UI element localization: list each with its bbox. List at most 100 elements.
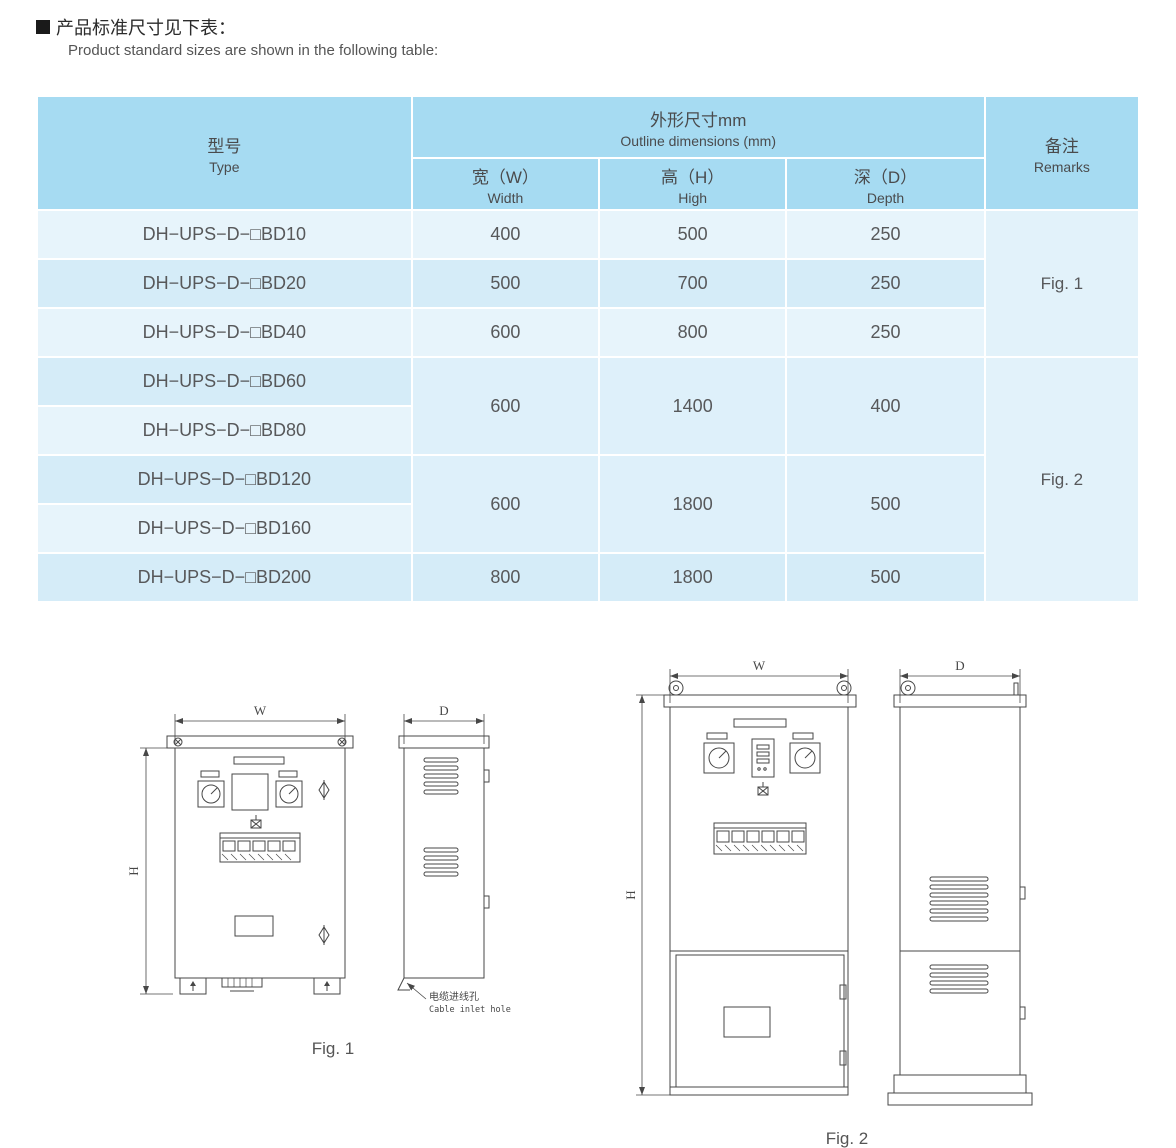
- fig2-door-hinge-bottom: [839, 1050, 847, 1066]
- fig2-dimension-w: W: [669, 658, 849, 703]
- fig2-side-body: [899, 706, 1021, 1076]
- fig1-center-panel: [231, 773, 269, 811]
- fig1-cable-label-zh: 电缆进线孔: [429, 990, 479, 1003]
- fig1-dim-h-label: H: [126, 866, 141, 875]
- header-outline-zh: 外形尺寸mm: [650, 110, 747, 130]
- fig1-dimension-w: W: [174, 703, 346, 744]
- fig2-indicator-symbol: [757, 782, 769, 796]
- fig1-dimension-d: D: [403, 703, 485, 744]
- type-cell: DH−UPS−D−□BD120: [36, 454, 413, 505]
- fig1-dim-w-label: W: [254, 703, 267, 718]
- fig2-lifting-eyes: [668, 680, 852, 696]
- fig2-dimension-d: D: [899, 658, 1021, 703]
- header-depth-zh: 深（D）: [853, 167, 918, 187]
- fig1-dimension-h: H: [126, 747, 173, 995]
- fig2-dim-w-label: W: [753, 658, 766, 673]
- width-cell: 500: [410, 258, 601, 309]
- depth-cell: 500: [785, 552, 986, 603]
- fig2-door-plate: [723, 1006, 771, 1038]
- fig1-drawing: W H: [126, 703, 511, 1015]
- width-cell: 600: [410, 307, 601, 358]
- fig1-cable-label-en: Cable inlet hole: [429, 1005, 511, 1015]
- fig2-side-lifting-eye: [900, 680, 1019, 696]
- high-cell: 1800: [598, 552, 788, 603]
- high-cell-merged: 1800: [598, 454, 788, 554]
- table-row: DH−UPS−D−□BD40 600 800 250: [36, 307, 1139, 358]
- fig1-left-meter-icon: [197, 770, 225, 808]
- page-subtitle: Product standard sizes are shown in the …: [68, 42, 439, 59]
- fig1-indicator-symbol: [250, 815, 262, 829]
- header-depth: 深（D） Depth: [785, 157, 986, 211]
- fig1-side-hinge-bottom: [483, 895, 490, 909]
- header-width: 宽（W） Width: [410, 157, 601, 211]
- square-bullet-icon: [36, 20, 50, 34]
- header-remarks-en: Remarks: [1033, 158, 1090, 175]
- fig2-dim-d-label: D: [955, 658, 964, 673]
- high-cell: 800: [598, 307, 788, 358]
- type-cell: DH−UPS−D−□BD160: [36, 503, 413, 554]
- type-cell: DH−UPS−D−□BD20: [36, 258, 413, 309]
- fig1-front-view: W H: [126, 703, 354, 995]
- fig2-side-flange: [893, 694, 1027, 708]
- width-cell-merged: 600: [410, 356, 601, 456]
- remarks-fig2-cell: Fig. 2: [983, 356, 1141, 603]
- fig2-front-base: [669, 1086, 849, 1096]
- fig1-top-vent-slot: [233, 756, 285, 765]
- fig2-right-meter-icon: [789, 732, 821, 774]
- fig1-side-louvres-top: [423, 757, 459, 795]
- fig1-side-hinge-top: [483, 769, 490, 783]
- fig2-top-flange: [663, 694, 857, 708]
- fig1-lower-plate: [234, 915, 274, 937]
- table-row: DH−UPS−D−□BD160: [36, 503, 1139, 554]
- high-cell-merged: 1400: [598, 356, 788, 456]
- type-cell: DH−UPS−D−□BD40: [36, 307, 413, 358]
- fig1-side-flange: [398, 735, 490, 749]
- table-row: DH−UPS−D−□BD200 800 1800 500: [36, 552, 1139, 603]
- header-remarks: 备注 Remarks: [983, 95, 1141, 211]
- table-header-row-1: 型号 Type 外形尺寸mm Outline dimensions (mm) 备…: [36, 95, 1141, 211]
- fig2-top-vent-slot: [733, 718, 787, 728]
- fig2-side-louvres-upper: [929, 876, 989, 922]
- fig1-cable-inlet-callout: 电缆进线孔 Cable inlet hole: [397, 977, 511, 1015]
- depth-cell-merged: 400: [785, 356, 986, 456]
- fig2-caption: Fig. 2: [825, 1129, 869, 1148]
- depth-cell-merged: 500: [785, 454, 986, 554]
- fig1-cabinet-body: [174, 747, 346, 979]
- depth-cell: 250: [785, 258, 986, 309]
- depth-cell: 250: [785, 209, 986, 260]
- fig2-side-plinth: [887, 1074, 1033, 1106]
- fig1-lock-icon-bottom: [318, 925, 330, 945]
- table-row: DH−UPS−D−□BD10 400 500 250 Fig. 1: [36, 209, 1141, 358]
- table-header-row-2: 宽（W） Width 高（H） High 深（D） Depth: [37, 157, 1139, 211]
- figure-1: W H: [118, 700, 548, 1059]
- width-cell: 400: [410, 209, 601, 260]
- fig1-bottom-brackets: [179, 977, 341, 995]
- fig1-top-flange: [166, 735, 354, 749]
- header-depth-en: Depth: [866, 189, 905, 206]
- width-cell: 800: [410, 552, 601, 603]
- depth-cell: 250: [785, 307, 986, 358]
- fig2-dimension-h: H: [623, 694, 670, 1096]
- type-cell: DH−UPS−D−□BD10: [36, 209, 413, 260]
- type-cell: DH−UPS−D−□BD200: [36, 552, 413, 603]
- fig2-drawing: W H: [623, 658, 1033, 1106]
- fig1-right-meter-icon: [275, 770, 303, 808]
- remarks-fig1-cell: Fig. 1: [983, 209, 1141, 358]
- fig1-terminal-block: [219, 832, 301, 863]
- table-row: DH−UPS−D−□BD60 600 1400 400 Fig. 2: [36, 356, 1141, 603]
- width-cell-merged: 600: [410, 454, 601, 554]
- high-cell: 500: [598, 209, 788, 260]
- fig2-terminal-block: [713, 822, 807, 855]
- fig1-caption: Fig. 1: [311, 1039, 355, 1058]
- type-cell: DH−UPS−D−□BD80: [36, 405, 413, 456]
- fig2-left-meter-icon: [703, 732, 735, 774]
- header-remarks-zh: 备注: [1044, 136, 1079, 156]
- fig1-side-view: D 电缆进线孔: [397, 703, 511, 1015]
- fig2-side-view: D: [887, 658, 1033, 1106]
- table-row: DH−UPS−D−□BD80: [36, 405, 1139, 456]
- header-type: 型号 Type: [36, 95, 413, 211]
- fig2-side-hinge-top: [1019, 886, 1026, 900]
- page-title: 产品标准尺寸见下表：: [36, 14, 236, 40]
- table-row: DH−UPS−D−□BD20 500 700 250: [36, 258, 1139, 309]
